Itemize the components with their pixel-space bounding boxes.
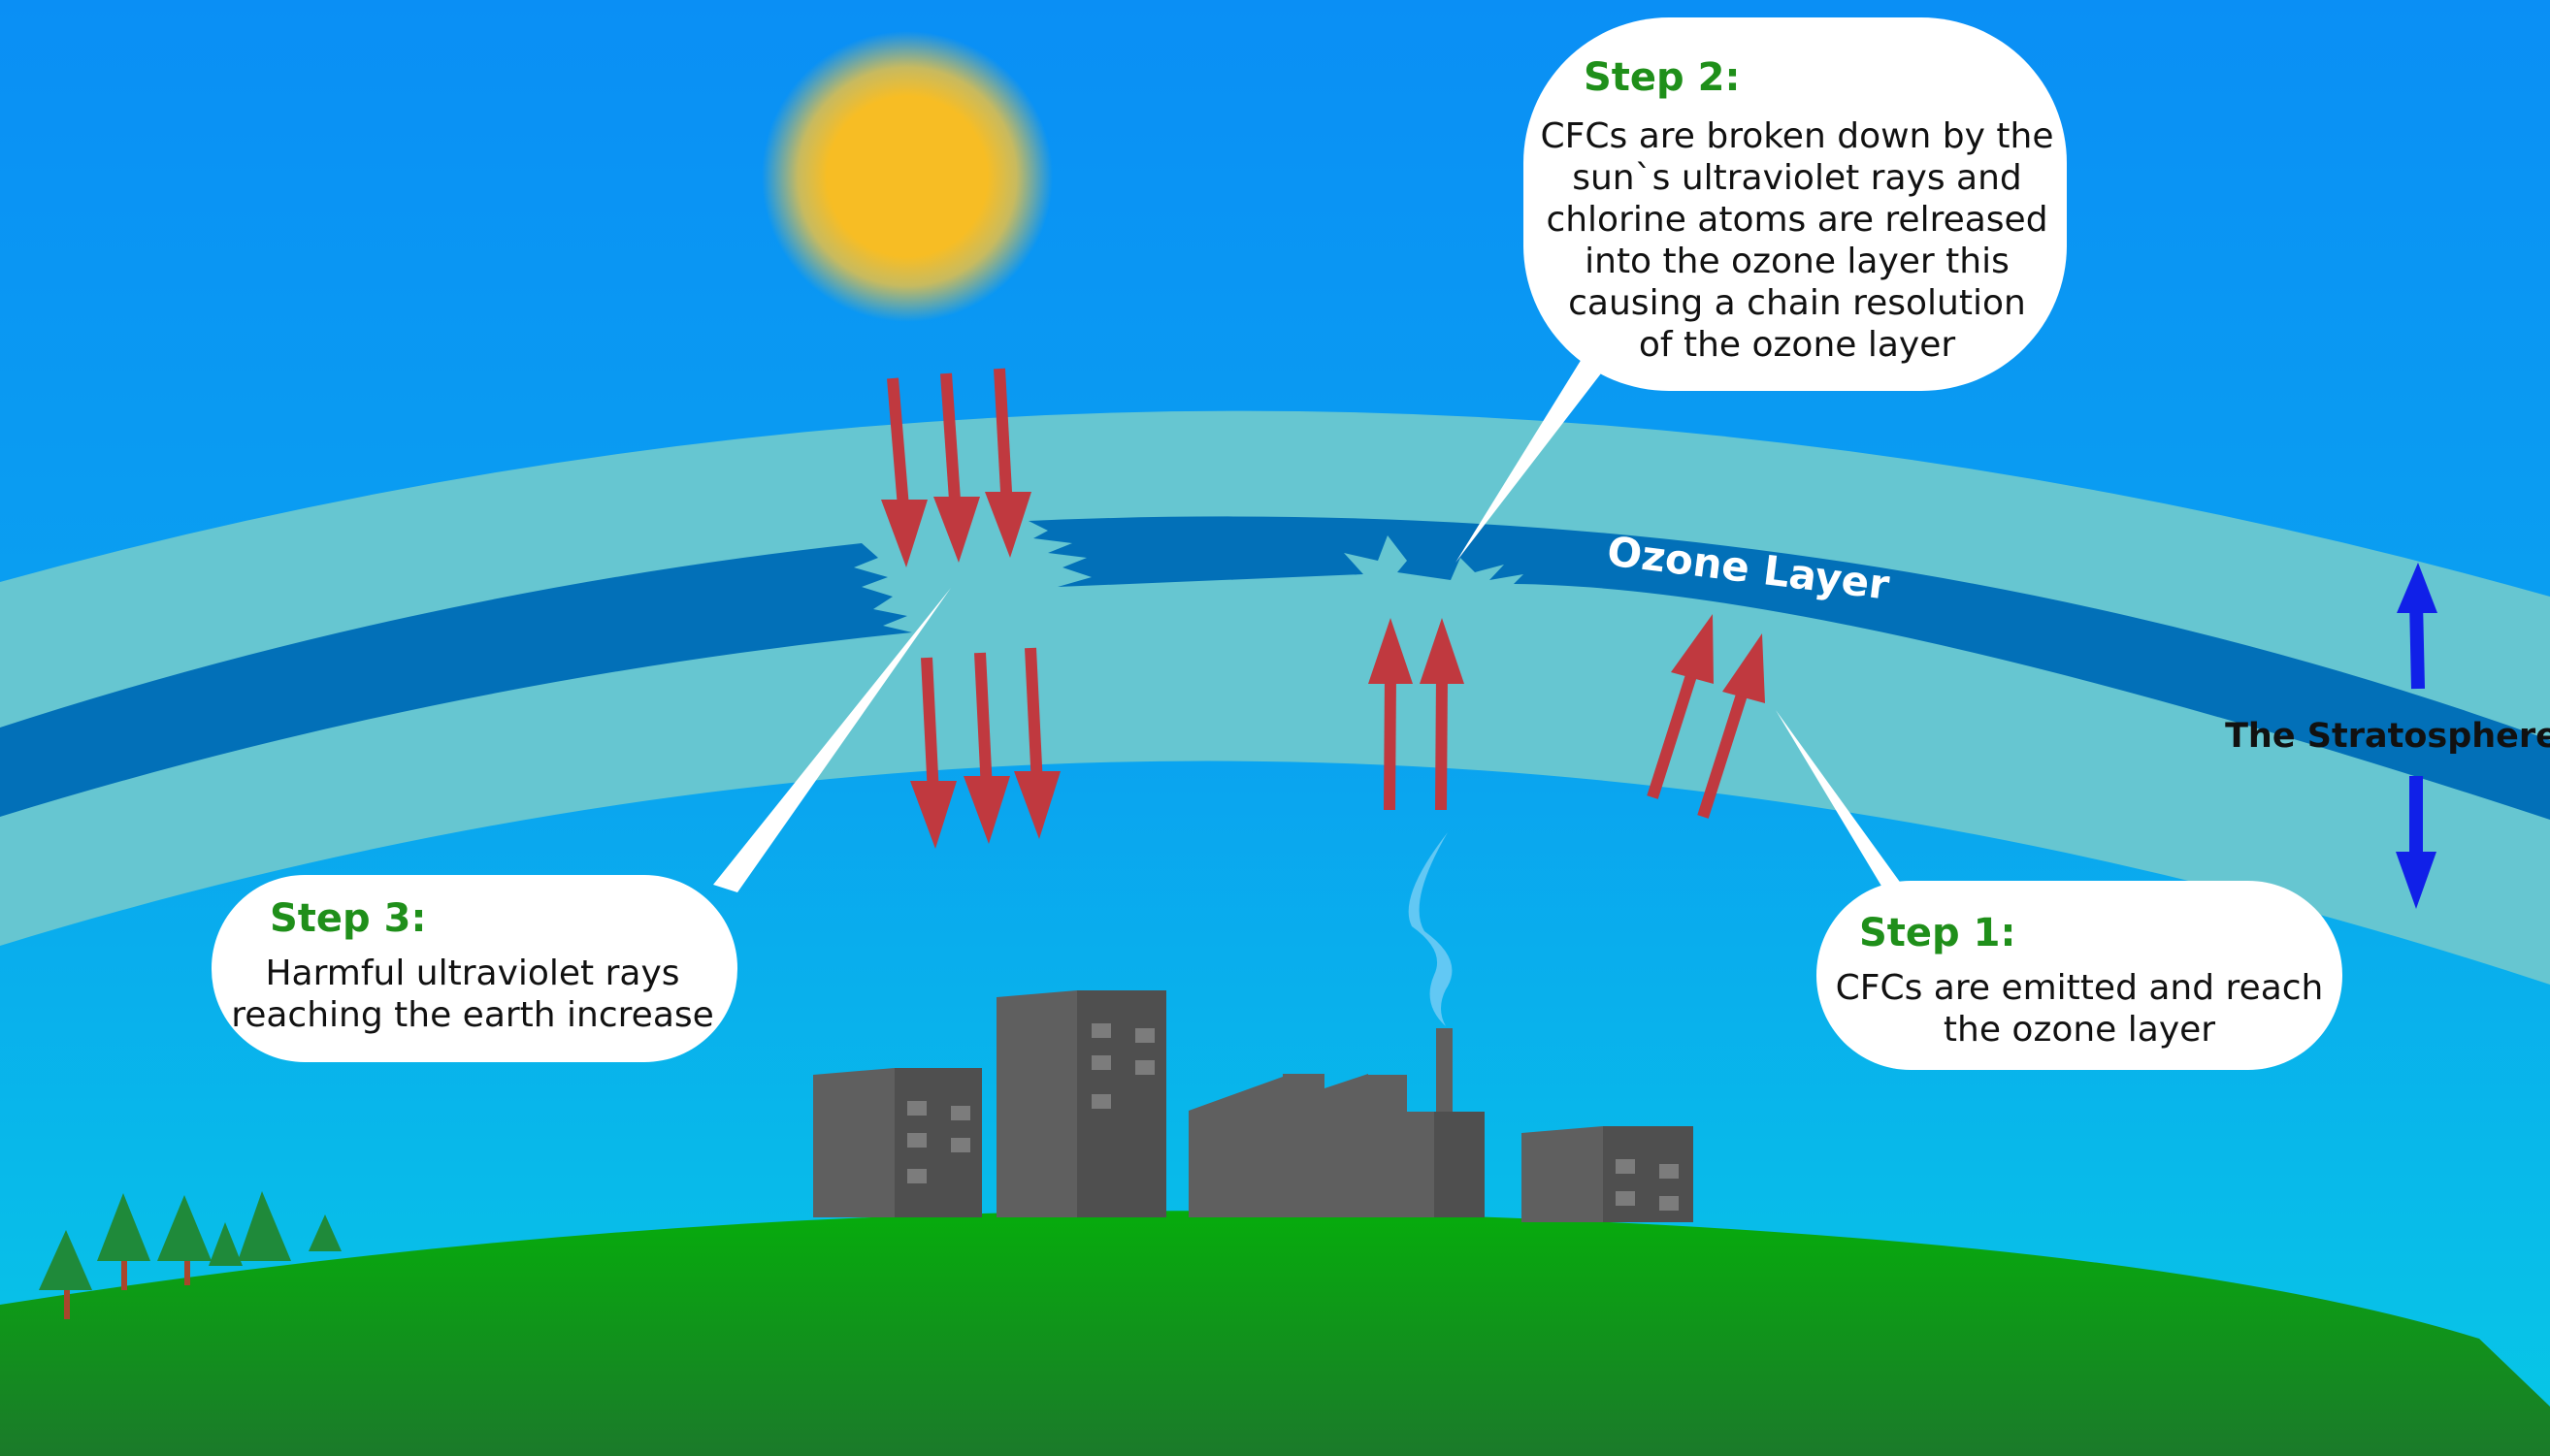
sun-icon [762,31,1053,322]
ozone-layer-right [1029,516,2550,820]
step3-callout: Step 3: Harmful ultraviolet rays reachin… [212,588,951,1062]
step1-callout: Step 1: CFCs are emitted and reach the o… [1776,710,2342,1070]
cfc-arrows-diagonal [1647,614,1765,819]
tree-icon [39,1191,342,1319]
ozone-layer-left [0,543,912,817]
step1-line-2: the ozone layer [1944,1010,2215,1050]
step2-line-2: sun`s ultraviolet rays and [1572,158,2022,198]
step2-line-4: into the ozone layer this [1585,242,2010,281]
ground-hill [0,1211,2550,1456]
factory-icon [1189,1028,1485,1217]
step3-title: Step 3: [270,896,426,941]
building-icon [997,990,1166,1217]
step2-line-5: causing a chain resolution [1568,283,2026,323]
stratosphere-arrows [2396,563,2437,909]
uv-rays-reaching-earth [910,647,1061,849]
step2-line-3: chlorine atoms are relreased [1546,200,2047,240]
step2-line-1: CFCs are broken down by the [1541,116,2054,156]
step3-line-1: Harmful ultraviolet rays [265,954,679,993]
stratosphere-label: The Stratosphere [2225,717,2550,756]
building-icon [813,1068,982,1217]
building-icon [1521,1126,1693,1222]
step1-title: Step 1: [1859,911,2015,955]
step1-line-1: CFCs are emitted and reach [1836,968,2324,1008]
smoke-icon [1408,832,1453,1026]
step2-title: Step 2: [1584,55,1740,100]
step2-line-6: of the ozone layer [1639,325,1956,365]
step3-line-2: reaching the earth increase [231,995,714,1035]
step2-callout: Step 2: CFCs are broken down by the sun`… [1455,17,2067,563]
uv-rays-incoming [881,368,1031,567]
stratosphere-band [0,410,2550,985]
cfc-arrows-vertical [1368,618,1464,811]
